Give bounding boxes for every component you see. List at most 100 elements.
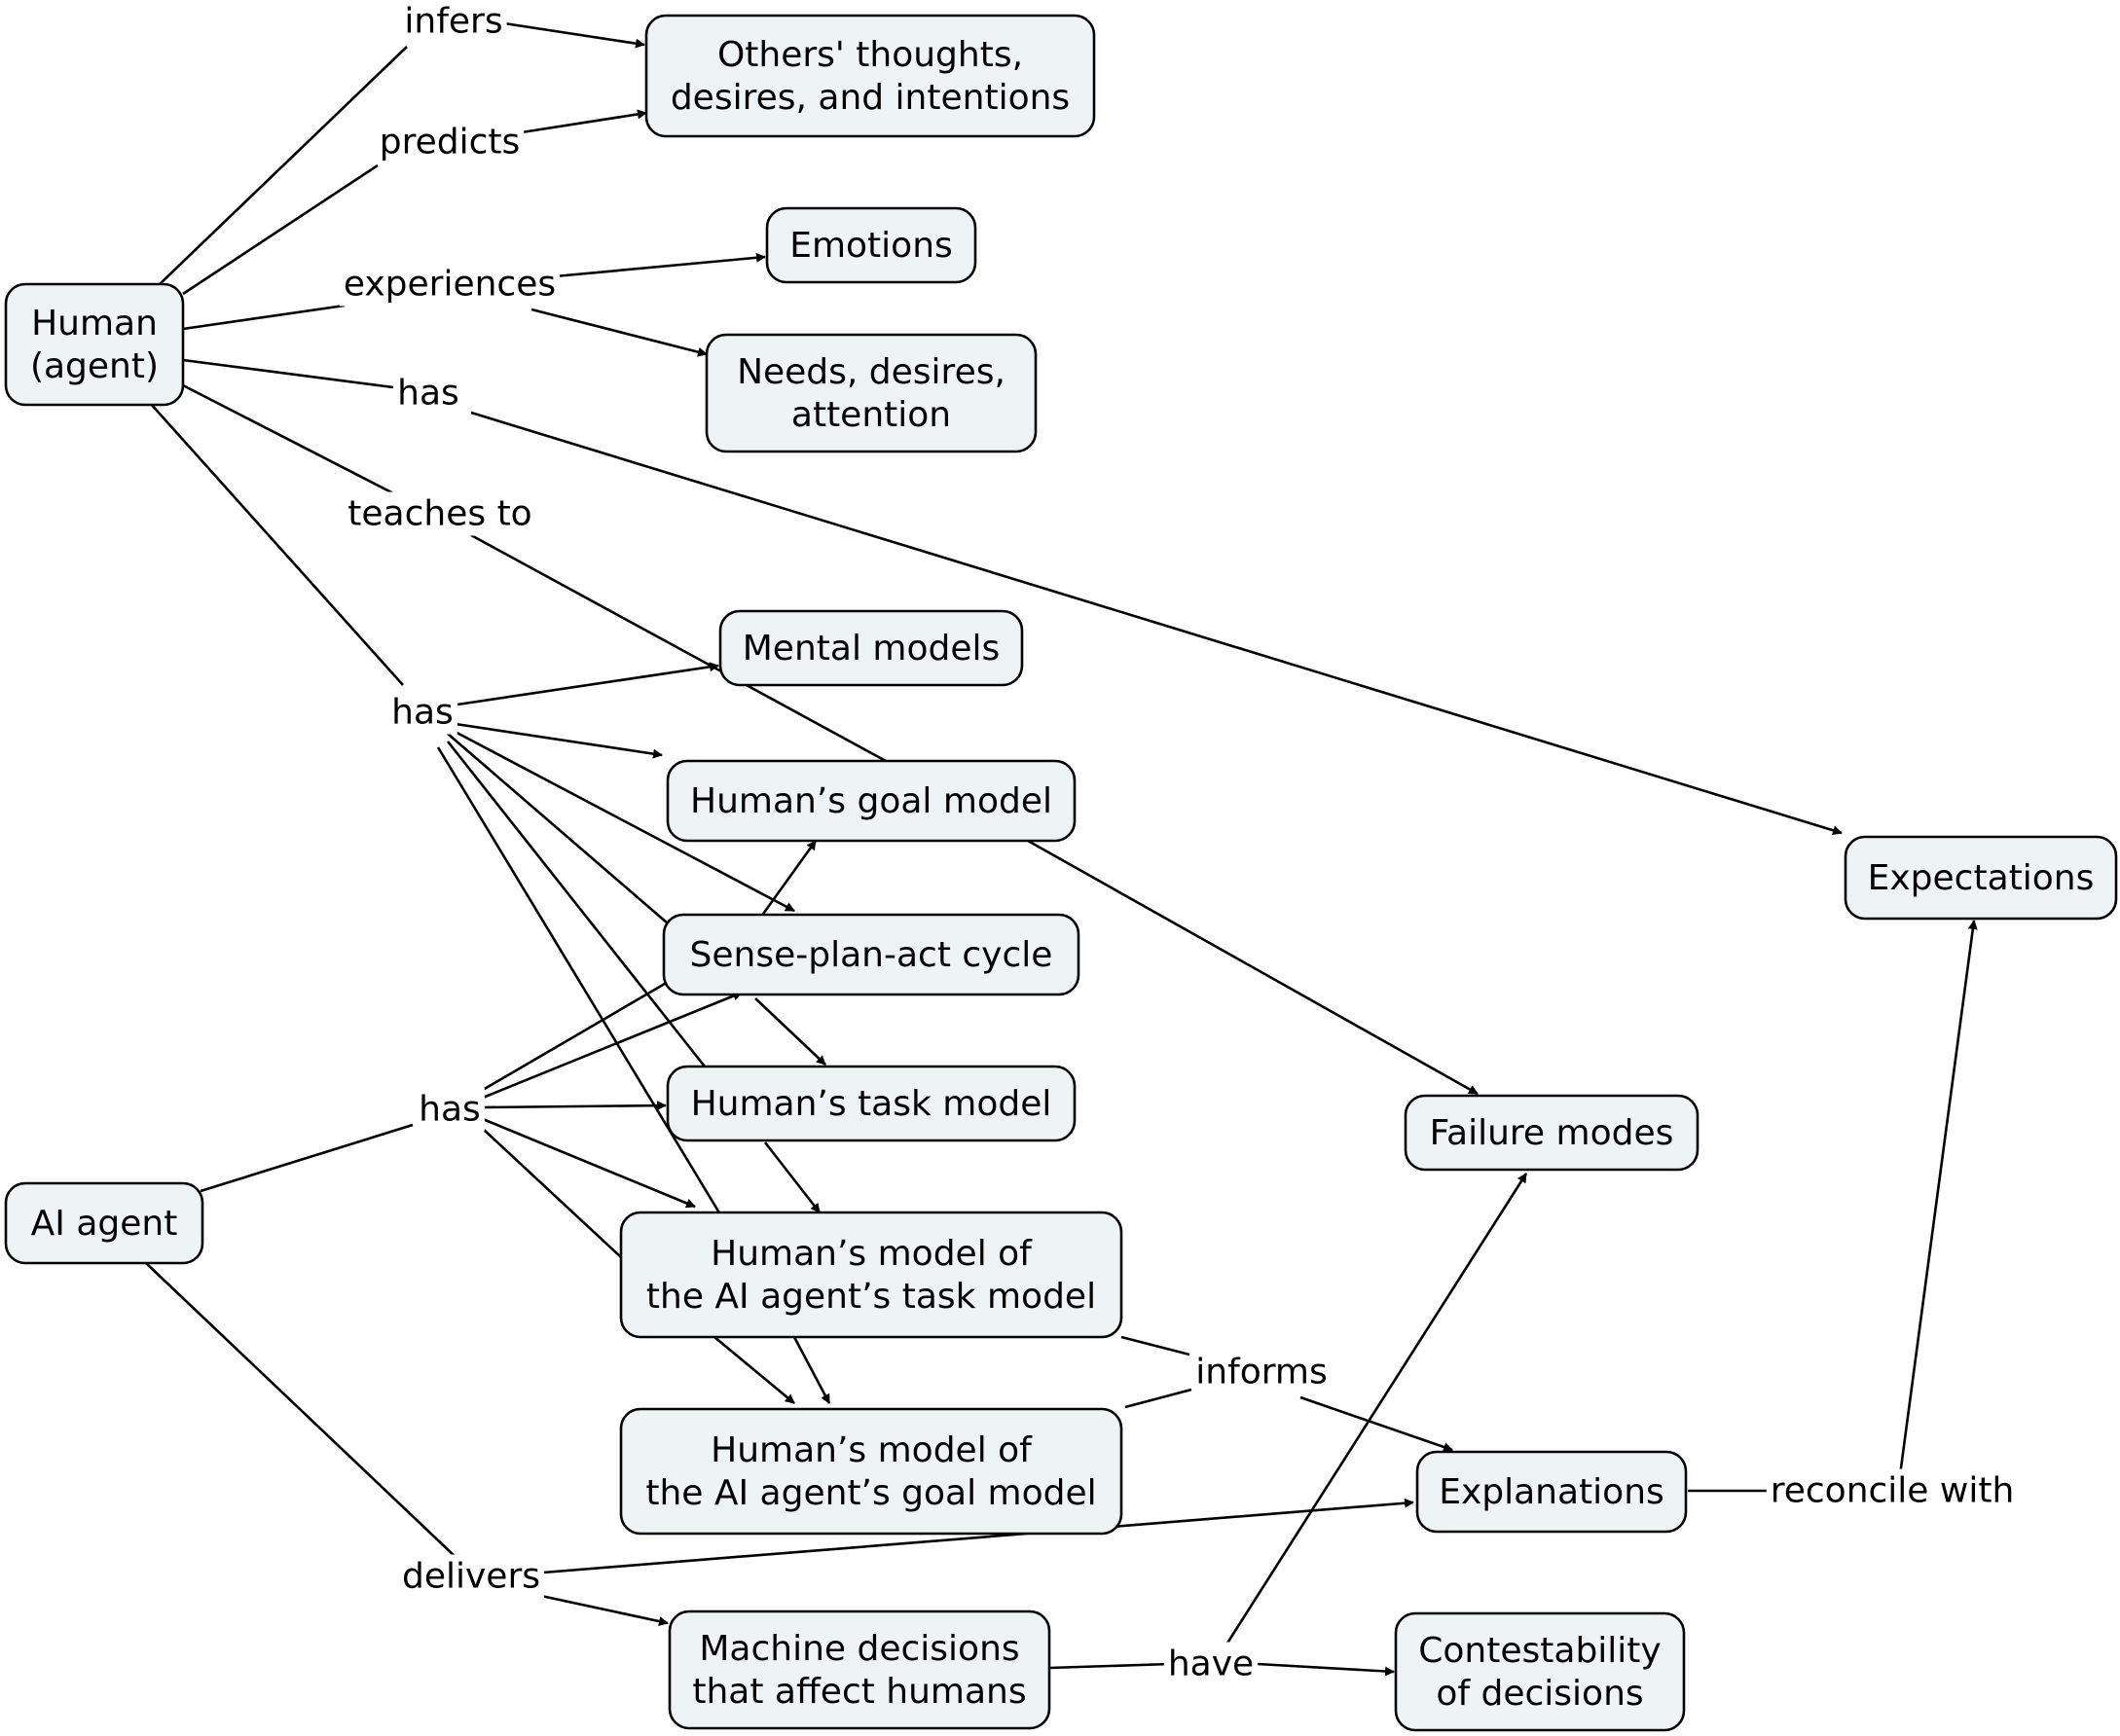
connector-line [200, 1123, 414, 1193]
node-box [1404, 1094, 1700, 1172]
connector-line [540, 1594, 669, 1626]
connector-line [1027, 839, 1479, 1096]
connector-line [542, 1498, 1414, 1574]
node-label: Human’s task model [691, 1084, 1052, 1124]
link-labels: infers predicts experiences has teaches to ha… [339, 0, 2019, 1686]
link-label-informs: informs [1195, 1353, 1328, 1392]
connector-line [436, 746, 722, 1215]
node-expl: Explanations [1415, 1450, 1688, 1534]
node-box [718, 609, 1024, 687]
connector-line [457, 662, 719, 706]
link-label-background [387, 690, 457, 735]
node-box [1394, 1611, 1686, 1732]
connector-line [447, 733, 704, 955]
node-mental: Mental models [718, 609, 1024, 687]
link-label-background [415, 1087, 485, 1132]
node-box [705, 333, 1038, 453]
connector-line [763, 1141, 822, 1213]
connector-line [182, 383, 400, 498]
connector-line [482, 991, 743, 1100]
node-task: Human’s task model [666, 1065, 1077, 1142]
node-box [765, 206, 977, 284]
node-goal: Human’s goal model [666, 759, 1077, 843]
connector-line [159, 46, 408, 285]
connector-line [149, 402, 404, 686]
connector-line [503, 21, 645, 49]
connector-line [455, 722, 663, 759]
node-spa: Sense-plan-act cycle [662, 913, 1080, 996]
connector-line [182, 304, 346, 331]
connector-line [482, 1101, 667, 1111]
connector-line [447, 726, 795, 913]
connector-line [1257, 1662, 1395, 1677]
node-label: Human(agent) [30, 304, 159, 386]
node-box [4, 282, 185, 407]
link-label-experiences: experiences [344, 265, 556, 305]
link-label-teaches: teaches to [347, 494, 531, 534]
node-expect: Expectations [1844, 835, 2118, 921]
node-box [1844, 835, 2118, 921]
link-label-has-human: has [391, 693, 454, 733]
node-others: Others' thoughts,desires, and intentions [644, 14, 1096, 138]
link-label-background [344, 491, 536, 536]
connector-line [1299, 1395, 1453, 1452]
node-box [4, 1181, 204, 1265]
link-label-background [393, 371, 463, 416]
node-label: Explanations [1439, 1472, 1664, 1512]
connector-line [482, 1128, 622, 1258]
node-label: Failure modes [1430, 1113, 1674, 1153]
link-label-background [339, 262, 561, 307]
connector-lines [145, 21, 1978, 1677]
link-label-have: have [1168, 1645, 1254, 1684]
link-label-background [1163, 1642, 1259, 1686]
connector-line [470, 533, 887, 763]
node-box [619, 1211, 1123, 1339]
node-label: Expectations [1868, 858, 2095, 898]
link-label-has-ai: has [419, 1090, 481, 1130]
link-label-background [375, 120, 525, 164]
node-label: AI agent [31, 1204, 178, 1244]
connector-line [1898, 920, 1978, 1476]
connector-line [1120, 1335, 1190, 1356]
node-label: Needs, desires,attention [737, 352, 1005, 435]
node-label: Human’s goal model [690, 781, 1052, 821]
node-emotions: Emotions [765, 206, 977, 284]
node-human: Human(agent) [4, 282, 185, 407]
link-label-background [397, 1554, 545, 1599]
connector-line [521, 109, 647, 134]
node-label: Emotions [789, 226, 953, 266]
node-box [666, 759, 1077, 843]
node-needs: Needs, desires,attention [705, 333, 1038, 453]
connector-line [530, 307, 708, 357]
node-label: Mental models [743, 629, 1001, 669]
connector-line [182, 358, 394, 389]
connector-line [554, 252, 766, 278]
connector-line [482, 1117, 696, 1209]
node-box [619, 1407, 1123, 1536]
node-label: Others' thoughts,desires, and intentions [671, 35, 1070, 118]
link-label-reconcile: reconcile with [1771, 1471, 2015, 1511]
node-box [644, 14, 1096, 138]
connector-line [182, 163, 379, 296]
node-box [668, 1609, 1051, 1730]
connector-line [446, 741, 707, 1067]
link-label-background [400, 0, 507, 44]
node-box [666, 1065, 1077, 1142]
link-label-predicts: predicts [380, 123, 521, 163]
node-label: Sense-plan-act cycle [690, 935, 1053, 975]
connector-line [792, 1336, 831, 1404]
connector-line [1048, 1662, 1171, 1670]
connector-line [145, 1262, 457, 1558]
connector-line [713, 1335, 795, 1405]
link-label-infers: infers [404, 2, 502, 42]
connector-line [1224, 1173, 1528, 1646]
